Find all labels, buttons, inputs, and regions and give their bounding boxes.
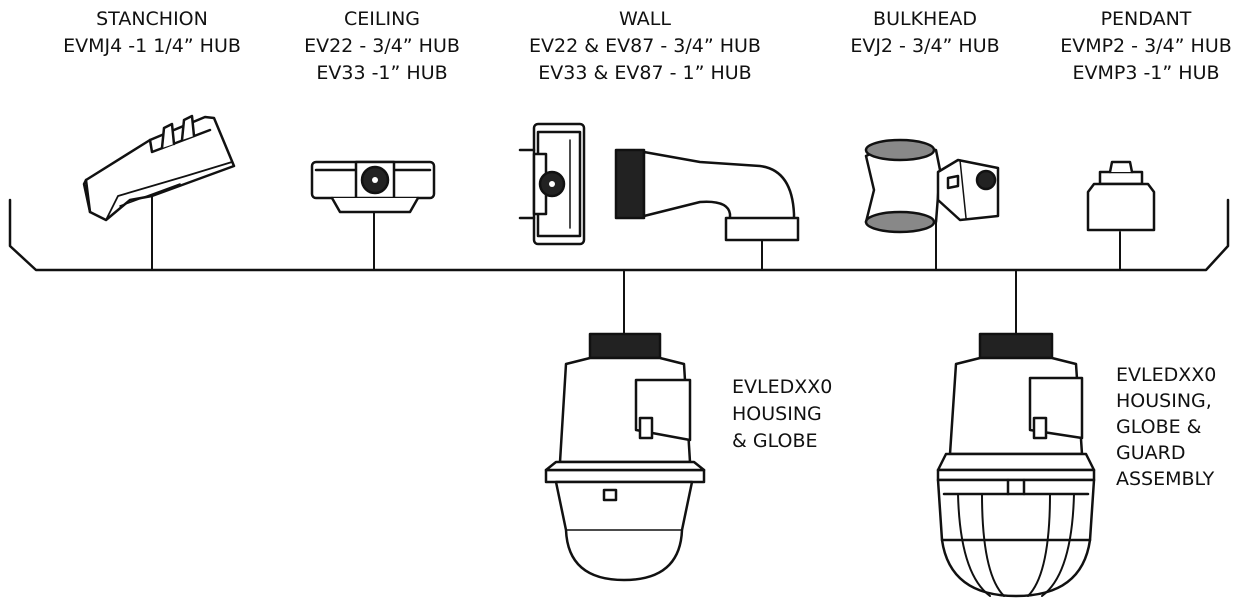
- fixture-housing-globe-drawing: [544, 332, 706, 582]
- mount-part-line: EV33 -1” HUB: [316, 62, 448, 84]
- fixture-label-line: EVLEDXX0: [732, 376, 833, 398]
- wall-box-drawing: [518, 122, 586, 246]
- mount-label-bulkhead: BULKHEAD EVJ2 - 3/4” HUB: [830, 6, 1020, 60]
- fixture-housing-globe-guard-drawing: [936, 332, 1096, 598]
- fixture-label-line: EVLEDXX0: [1116, 364, 1217, 386]
- wall-arm-drawing: [614, 148, 800, 242]
- mount-label-wall: WALL EV22 & EV87 - 3/4” HUB EV33 & EV87 …: [520, 6, 770, 87]
- pendant-mount-drawing: [1086, 160, 1156, 232]
- mount-title: WALL: [619, 8, 671, 30]
- mount-part-line: EVMP2 - 3/4” HUB: [1060, 35, 1232, 57]
- connector-lines: [151, 195, 1121, 335]
- fixture-label-housing-globe-guard: EVLEDXX0 HOUSING, GLOBE & GUARD ASSEMBLY: [1116, 362, 1216, 492]
- ceiling-mount-drawing: [310, 160, 436, 214]
- mount-part-line: EV22 & EV87 - 3/4” HUB: [529, 35, 761, 57]
- mount-part-line: EVMP3 -1” HUB: [1072, 62, 1220, 84]
- fixture-label-line: ASSEMBLY: [1116, 468, 1215, 490]
- fixture-label-line: GUARD: [1116, 442, 1186, 464]
- mount-label-ceiling: CEILING EV22 - 3/4” HUB EV33 -1” HUB: [282, 6, 482, 87]
- mount-part-line: EV33 & EV87 - 1” HUB: [538, 62, 752, 84]
- mount-title: CEILING: [344, 8, 420, 30]
- mount-title: STANCHION: [96, 8, 208, 30]
- mount-part-line: EV22 - 3/4” HUB: [304, 35, 460, 57]
- mount-label-pendant: PENDANT EVMP2 - 3/4” HUB EVMP3 -1” HUB: [1052, 6, 1240, 87]
- connection-tray: [8, 198, 1230, 272]
- fixture-label-line: HOUSING,: [1116, 390, 1212, 412]
- fixture-label-line: GLOBE &: [1116, 416, 1202, 438]
- mount-label-stanchion: STANCHION EVMJ4 -1 1/4” HUB: [52, 6, 252, 60]
- fixture-label-housing-globe: EVLEDXX0 HOUSING & GLOBE: [732, 374, 832, 455]
- mount-part-line: EVMJ4 -1 1/4” HUB: [63, 35, 241, 57]
- mount-part-line: EVJ2 - 3/4” HUB: [850, 35, 1000, 57]
- fixture-label-line: HOUSING: [732, 403, 822, 425]
- fixture-label-line: & GLOBE: [732, 430, 818, 452]
- stanchion-mount-drawing: [82, 114, 236, 222]
- mount-title: PENDANT: [1100, 8, 1192, 30]
- mount-title: BULKHEAD: [873, 8, 977, 30]
- bulkhead-mount-drawing: [864, 138, 1000, 234]
